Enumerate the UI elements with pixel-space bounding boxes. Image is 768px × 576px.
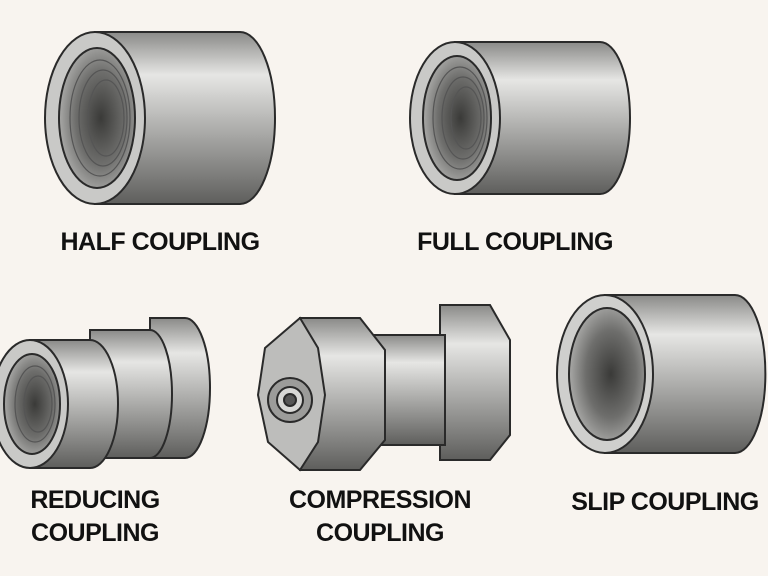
full-coupling-label: FULL COUPLING: [417, 228, 613, 256]
slip-coupling-label: SLIP COUPLING: [571, 488, 759, 516]
compression-coupling-label: COMPRESSION COUPLING: [260, 484, 500, 550]
compression-label-line1: COMPRESSION: [288, 486, 472, 514]
slip-coupling-drawing: [556, 294, 767, 454]
reducing-coupling-drawing: [0, 317, 211, 469]
reducing-coupling-label: REDUCING COUPLING: [0, 484, 190, 550]
reducing-label-line1: REDUCING: [30, 486, 160, 514]
half-coupling-drawing: [44, 31, 276, 205]
half-coupling-label: HALF COUPLING: [60, 228, 260, 256]
full-coupling-drawing: [409, 41, 631, 195]
compression-coupling-drawing: [256, 304, 511, 472]
compression-label-line2: COUPLING: [316, 519, 444, 547]
reducing-label-line2: COUPLING: [31, 519, 159, 547]
